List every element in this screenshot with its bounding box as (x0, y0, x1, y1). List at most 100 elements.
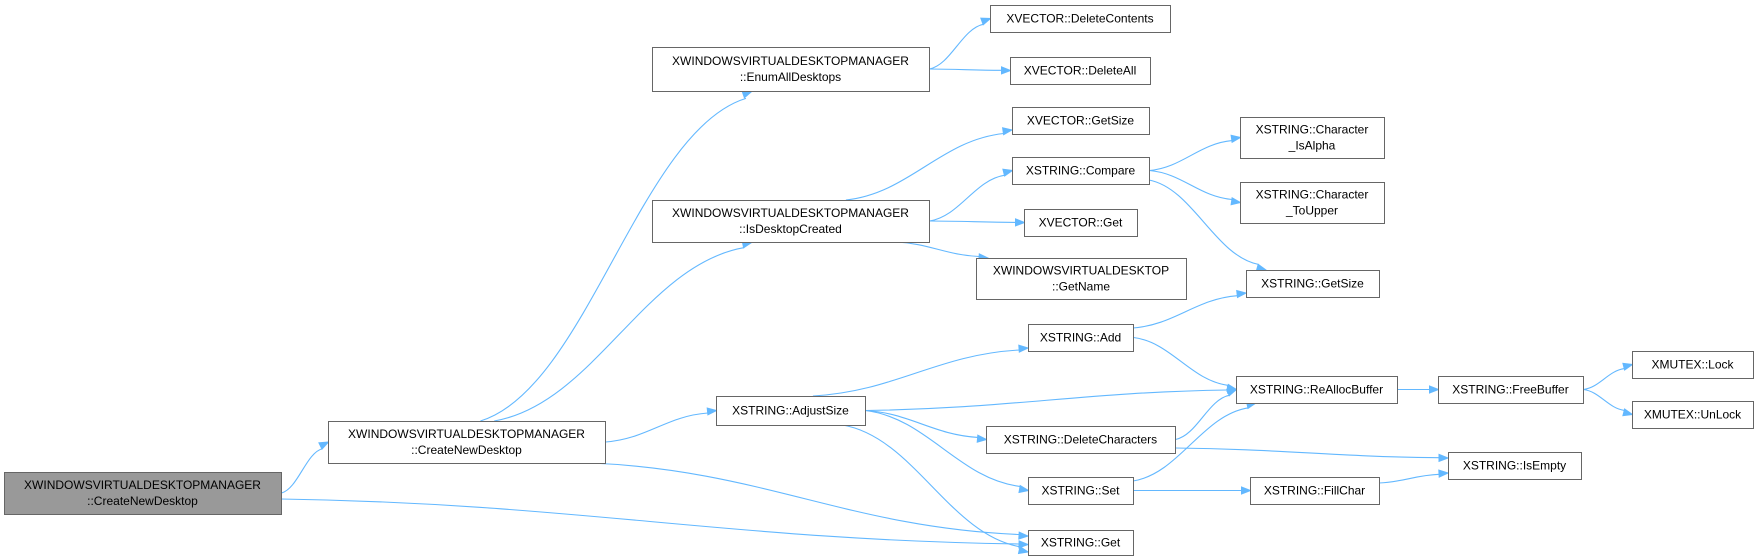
node-isempty[interactable]: XSTRING::IsEmpty (1448, 452, 1582, 480)
arrowhead-icon (1438, 469, 1450, 478)
node-label: XMUTEX::Lock (1651, 358, 1734, 372)
node-box (1012, 107, 1150, 135)
node-label: XSTRING::FillChar (1264, 484, 1365, 498)
arrowhead-icon (1017, 545, 1030, 555)
edge-root-to-get (280, 498, 1020, 545)
node-getname[interactable]: XWINDOWSVIRTUALDESKTOP::GetName (976, 258, 1187, 300)
arrowhead-icon (1018, 531, 1030, 540)
arrowhead-icon (1226, 388, 1238, 397)
node-label: XVECTOR::DeleteAll (1024, 64, 1136, 78)
edge-delchars-to-isempty (1174, 447, 1440, 459)
node-label: ::GetName (1052, 280, 1110, 294)
node-label: XSTRING::Character (1256, 188, 1369, 202)
node-box (1024, 209, 1138, 237)
edge-adjust-to-delchars (865, 409, 978, 438)
node-label: XVECTOR::DeleteContents (1006, 12, 1153, 26)
node-label: XSTRING::ReAllocBuffer (1250, 383, 1383, 397)
node-get[interactable]: XSTRING::Get (1028, 530, 1134, 556)
edge-freebuf-to-unlock (1583, 388, 1625, 411)
node-add[interactable]: XSTRING::Add (1028, 324, 1134, 352)
node-box (1012, 157, 1150, 185)
node-label: XVECTOR::Get (1039, 216, 1123, 230)
edge-adjust-to-set (865, 409, 1021, 488)
call-edges (280, 17, 1634, 555)
arrowhead-icon (706, 407, 718, 416)
arrowhead-icon (1236, 289, 1248, 299)
arrowhead-icon (1018, 484, 1030, 494)
node-box (1236, 376, 1398, 404)
node-vdelcont[interactable]: XVECTOR::DeleteContents (990, 5, 1171, 33)
node-box (990, 5, 1171, 33)
node-vgetsize[interactable]: XVECTOR::GetSize (1012, 107, 1150, 135)
node-box (1240, 117, 1385, 159)
arrowhead-icon (1241, 486, 1252, 495)
edge-set-to-realloc (1132, 407, 1249, 482)
node-unlock[interactable]: XMUTEX::UnLock (1632, 401, 1754, 429)
edge-compare-to-toupper (1149, 169, 1233, 201)
edge-create-to-get (591, 462, 1020, 536)
edge-enum-to-vdelall (929, 68, 1002, 71)
node-set[interactable]: XSTRING::Set (1028, 477, 1134, 505)
node-box (976, 258, 1187, 300)
node-box (1028, 477, 1134, 505)
node-label: XWINDOWSVIRTUALDESKTOPMANAGER (672, 54, 909, 68)
node-label: XSTRING::DeleteCharacters (1004, 433, 1157, 447)
node-label: XSTRING::Add (1040, 331, 1121, 345)
node-box (1028, 530, 1134, 556)
node-toupper[interactable]: XSTRING::Character_ToUpper (1240, 182, 1385, 224)
node-vdelall[interactable]: XVECTOR::DeleteAll (1010, 57, 1151, 85)
node-adjust[interactable]: XSTRING::AdjustSize (716, 396, 866, 426)
arrowhead-icon (1438, 453, 1450, 463)
node-freebuf[interactable]: XSTRING::FreeBuffer (1438, 376, 1584, 404)
node-sgetsize[interactable]: XSTRING::GetSize (1246, 270, 1380, 298)
node-label: XSTRING::Get (1041, 536, 1121, 550)
arrowhead-icon (1002, 168, 1014, 177)
node-realloc[interactable]: XSTRING::ReAllocBuffer (1236, 376, 1398, 404)
node-label: XMUTEX::UnLock (1644, 408, 1742, 422)
node-label: ::CreateNewDesktop (87, 494, 198, 508)
node-fillchar[interactable]: XSTRING::FillChar (1250, 477, 1380, 505)
edge-root-to-create (281, 448, 323, 494)
node-box (1448, 452, 1582, 480)
arrowhead-icon (1018, 540, 1030, 549)
node-box (1632, 351, 1754, 379)
arrowhead-icon (1001, 127, 1014, 136)
arrowhead-icon (1429, 385, 1440, 394)
edge-add-to-realloc (1133, 336, 1229, 386)
node-box (328, 421, 606, 464)
edge-created-to-compare (929, 174, 1005, 222)
node-box (4, 472, 282, 515)
edge-created-to-getname (895, 241, 980, 258)
edge-created-to-vgetsize (845, 132, 1004, 201)
edge-create-to-created (494, 247, 745, 422)
node-compare[interactable]: XSTRING::Compare (1012, 157, 1150, 185)
node-label: XSTRING::FreeBuffer (1452, 383, 1568, 397)
node-box (652, 47, 930, 92)
node-label: XSTRING::IsEmpty (1463, 459, 1566, 473)
node-lock[interactable]: XMUTEX::Lock (1632, 351, 1754, 379)
arrowhead-icon (1622, 362, 1634, 371)
arrowhead-icon (976, 434, 988, 443)
node-label: XSTRING::GetSize (1261, 277, 1364, 291)
arrowhead-icon (1255, 263, 1268, 272)
node-box (652, 200, 930, 243)
arrowhead-icon (1230, 134, 1242, 144)
edge-adjust-to-get (842, 424, 1021, 548)
node-enum[interactable]: XWINDOWSVIRTUALDESKTOPMANAGER::EnumAllDe… (652, 47, 930, 92)
arrowhead-icon (741, 90, 753, 99)
node-create[interactable]: XWINDOWSVIRTUALDESKTOPMANAGER::CreateNew… (328, 421, 606, 464)
node-isalpha[interactable]: XSTRING::Character_IsAlpha (1240, 117, 1385, 159)
arrowhead-icon (980, 17, 992, 26)
node-created[interactable]: XWINDOWSVIRTUALDESKTOPMANAGER::IsDesktop… (652, 200, 930, 243)
node-root[interactable]: XWINDOWSVIRTUALDESKTOPMANAGER::CreateNew… (4, 472, 282, 515)
node-label: XWINDOWSVIRTUALDESKTOPMANAGER (672, 206, 909, 220)
node-label: ::CreateNewDesktop (411, 443, 522, 457)
node-label: XSTRING::AdjustSize (732, 404, 849, 418)
node-delchars[interactable]: XSTRING::DeleteCharacters (986, 426, 1176, 454)
node-vget[interactable]: XVECTOR::Get (1024, 209, 1138, 237)
node-box (1010, 57, 1151, 85)
arrowhead-icon (318, 441, 330, 450)
arrowhead-icon (1230, 197, 1242, 206)
node-label: XWINDOWSVIRTUALDESKTOPMANAGER (24, 478, 261, 492)
edge-compare-to-sgetsize (1148, 179, 1259, 266)
